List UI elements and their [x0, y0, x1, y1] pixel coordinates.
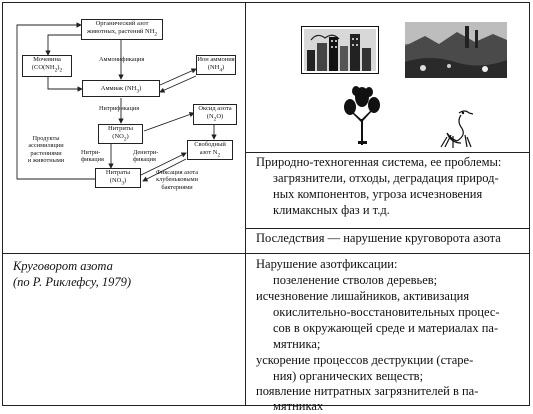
violation-line-9: мятниках: [273, 399, 324, 413]
violation-title: Нарушение азотфиксации:: [256, 257, 398, 271]
violation-line-4: сов в окружающей среде и материалах па-: [273, 321, 499, 335]
ammonia-box: Аммиак (NH3): [82, 80, 160, 97]
violation-line-2: исчезновение лишайников, активизация: [256, 289, 470, 303]
nitrification-label: Нитрификация: [99, 105, 140, 112]
nitrites-label: Нитриты: [107, 125, 134, 132]
consequences-title: Последствия — нарушение круговорота азот…: [256, 231, 501, 245]
ammonification-label: Аммонификация: [99, 56, 145, 63]
system-problems-line-1: загрязнители, отходы, деградация природ-: [273, 171, 499, 185]
nitrites-formula: (NO2): [112, 132, 129, 142]
industrial-landscape-photo: [405, 22, 507, 78]
urea-formula: (CO(NH2)2: [31, 63, 63, 73]
nitrogen-oxide-label: Оксид азота: [198, 105, 232, 112]
ammonium-ion-formula: (NH4): [207, 63, 225, 73]
assimilation-products-label: Продукты ассимиляции растениями и животн…: [27, 135, 65, 164]
nitrites-box: Нитриты (NO2): [98, 124, 143, 144]
nitrates-formula: (NO3): [109, 176, 127, 186]
row-divider-main: [3, 253, 529, 255]
row-divider-right-2: [245, 228, 529, 230]
urea-box: Мочевина (CO(NH2)2: [22, 55, 72, 77]
ammonium-ion-box: Ион аммония (NH4): [196, 55, 236, 75]
system-problems-line-2: ных компонентов, угроза исчезновения: [273, 187, 483, 201]
system-problems-title: Природно-техногенная система, ее проблем…: [256, 155, 502, 169]
nitrogen-fixation-label: Фиксация азота клубеньковыми бактериями: [155, 169, 199, 191]
nitrogen-oxide-formula: (N2O): [206, 112, 224, 122]
urea-label: Мочевина: [33, 56, 61, 63]
organic-nitrogen-box: Органический азот животных, растений NH2: [81, 19, 163, 40]
tree-illustration: [344, 86, 380, 145]
nitrification-label-2: Нитри- фикация: [81, 149, 104, 164]
caption-source: (по Р. Риклефсу, 1979): [13, 275, 132, 289]
violation-line-3: окислительно-восстановительных процес-: [273, 305, 500, 319]
caption-title: Круговорот азота: [13, 259, 113, 273]
city-skyline-illustration: [301, 26, 379, 74]
nitrogen-oxide-box: Оксид азота (N2O): [193, 104, 237, 125]
violation-line-7: ния) органических веществ;: [273, 369, 424, 383]
free-nitrogen-formula: азот N2: [199, 148, 221, 158]
violation-line-6: ускорение процессов деструкции (старе-: [256, 353, 474, 367]
violation-line-8: появление нитратных загрязнителей в па-: [256, 384, 479, 398]
organic-nitrogen-label: Органический азот животных, растений NH2: [86, 20, 158, 37]
violation-line-5: мятника;: [273, 337, 321, 351]
nitrates-box: Нитраты (NO3): [95, 168, 141, 188]
heron-bird-illustration: [440, 110, 474, 148]
free-nitrogen-box: Свободный азот N2: [187, 140, 233, 160]
violation-line-1: позеленение стволов деревьев;: [273, 273, 438, 287]
system-problems-line-3: климаксных фаз и т.д.: [273, 203, 390, 217]
free-nitrogen-label: Свободный: [194, 141, 226, 148]
column-divider: [245, 3, 247, 405]
ammonium-ion-label: Ион аммония: [197, 56, 235, 63]
nitrates-label: Нитраты: [105, 169, 131, 176]
denitrification-label: Денитри- фикация: [133, 149, 159, 164]
row-divider-right-1: [245, 152, 529, 154]
diagram-arrows: [16, 22, 217, 182]
